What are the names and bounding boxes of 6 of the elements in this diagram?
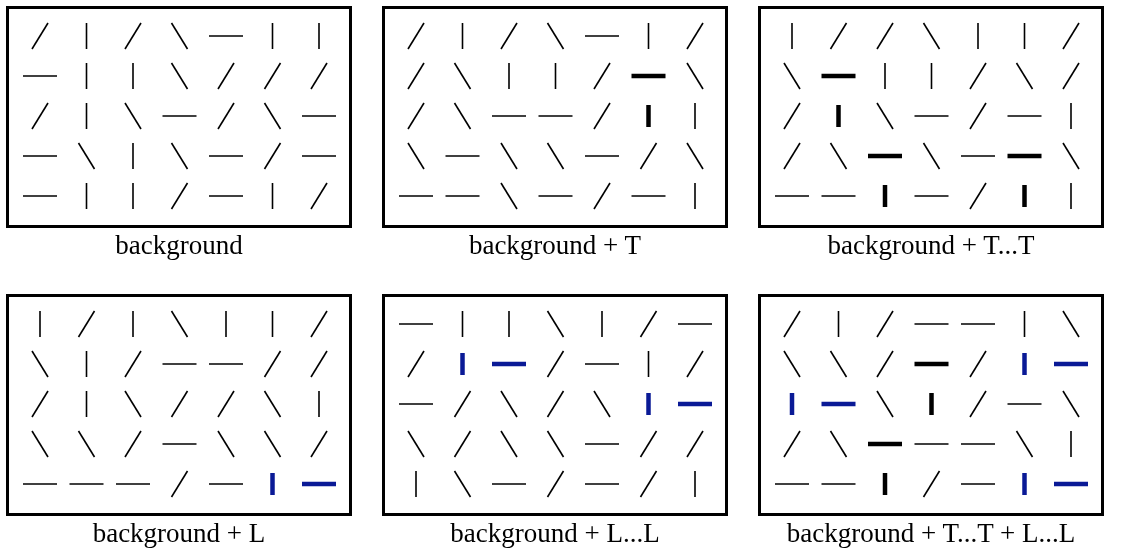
panel-caption: background + L...L — [450, 518, 660, 549]
panel-caption: background + L — [92, 518, 266, 549]
panel-caption: background — [115, 230, 243, 261]
panel-caption: background + T...T — [827, 230, 1035, 261]
panel-caption: background + T — [468, 230, 642, 261]
panel-caption: background + T...T + L...L — [786, 518, 1076, 549]
